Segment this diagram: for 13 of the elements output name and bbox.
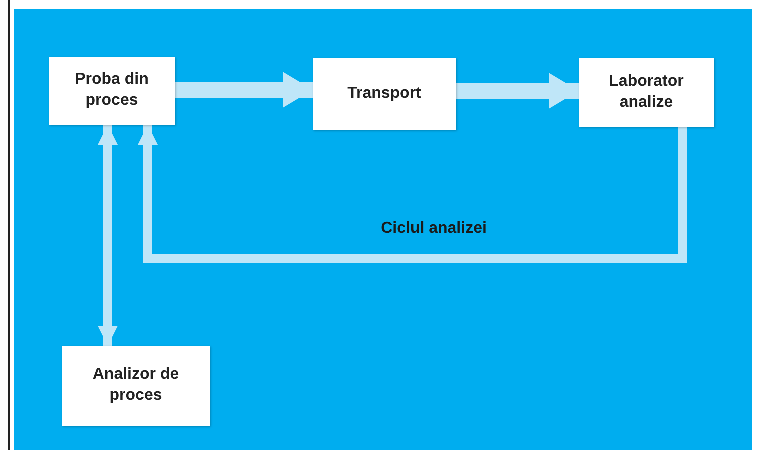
arrow [456, 73, 579, 109]
process-box [313, 58, 456, 130]
box-label: Transport [346, 84, 422, 104]
process-box [49, 57, 175, 125]
process-box [579, 58, 714, 127]
edge-label: Ciclul analizei [381, 220, 487, 238]
process-box [62, 346, 210, 426]
arrow [175, 72, 313, 108]
arrow [138, 125, 688, 264]
box-label: Proba din proces [74, 70, 150, 111]
box-label: Laborator analize [608, 72, 685, 112]
box-label: Analizor de proces [92, 365, 180, 406]
arrow [98, 125, 118, 346]
